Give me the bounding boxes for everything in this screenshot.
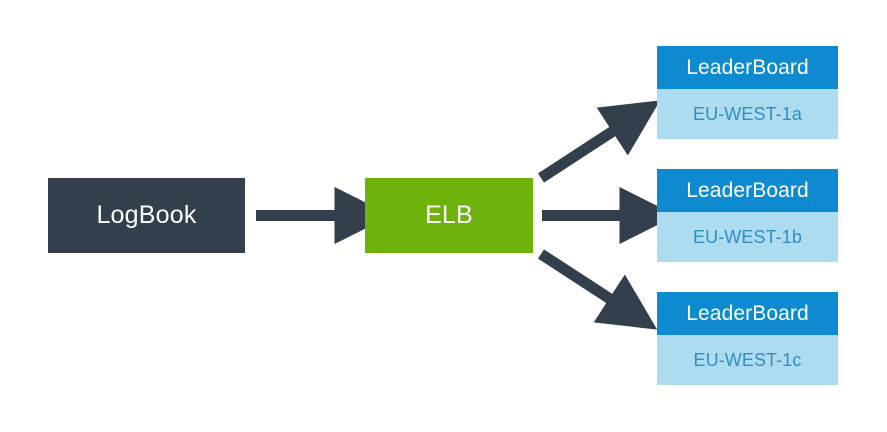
node-logbook-label: LogBook <box>96 201 197 229</box>
node-leaderboard-1b[interactable]: LeaderBoard EU-WEST-1b <box>657 169 838 262</box>
leaderboard-1b-title: LeaderBoard <box>657 169 838 212</box>
node-logbook[interactable]: LogBook <box>48 178 245 253</box>
node-leaderboard-1c[interactable]: LeaderBoard EU-WEST-1c <box>657 292 838 385</box>
node-elb[interactable]: ELB <box>365 178 533 253</box>
connector-elb-to-leaderboard-1a <box>537 100 661 183</box>
leaderboard-1b-zone: EU-WEST-1b <box>657 212 838 262</box>
leaderboard-1c-title: LeaderBoard <box>657 292 838 335</box>
leaderboard-1a-title: LeaderBoard <box>657 46 838 89</box>
leaderboard-1c-zone: EU-WEST-1c <box>657 335 838 385</box>
node-elb-label: ELB <box>425 201 473 229</box>
connector-elb-to-leaderboard-1c <box>538 249 658 330</box>
leaderboard-1a-zone: EU-WEST-1a <box>657 89 838 139</box>
node-leaderboard-1a[interactable]: LeaderBoard EU-WEST-1a <box>657 46 838 139</box>
